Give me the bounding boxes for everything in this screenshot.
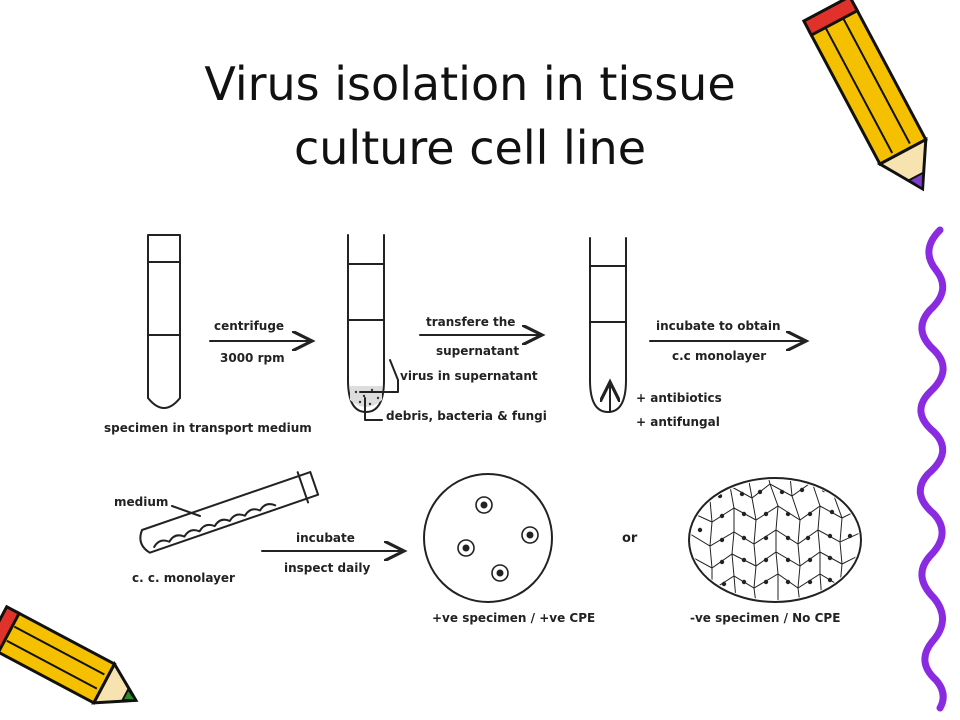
cpe-plaque (475, 496, 493, 514)
cpe-plaque (521, 526, 539, 544)
title-line-2: culture cell line (293, 121, 647, 175)
cell-nuclei (697, 487, 853, 587)
arrow-centrifuge-label: centrifuge (214, 319, 284, 333)
tube-culture (589, 237, 627, 413)
tube-centrifuged (347, 234, 399, 421)
negative-caption: -ve specimen / No CPE (690, 611, 840, 625)
supernatant-label: virus in supernatant (400, 369, 538, 383)
dish-positive-cpe (423, 473, 553, 603)
arrow-incubate-label: incubate (296, 531, 355, 545)
antifungal-label: + antifungal (636, 415, 720, 429)
arrow-monolayer-label: c.c monolayer (672, 349, 766, 363)
antibiotics-label: + antibiotics (636, 391, 722, 405)
positive-caption: +ve specimen / +ve CPE (432, 611, 595, 625)
or-text: or (622, 531, 638, 546)
pencil-decoration-top (801, 0, 928, 192)
arrow-inspect-label: inspect daily (284, 561, 370, 575)
debris-label: debris, bacteria & fungi (386, 409, 547, 423)
arrow-supernatant-label: supernatant (436, 344, 519, 358)
cpe-plaque (457, 539, 475, 557)
medium-label: medium (114, 495, 168, 509)
title-line-1: Virus isolation in tissue (204, 57, 736, 111)
tube-specimen (147, 234, 181, 409)
squiggle-decoration (916, 226, 947, 712)
dish-negative-monolayer (688, 477, 862, 603)
slide-title: Virus isolation in tissue culture cell l… (60, 52, 880, 180)
cpe-plaque (491, 564, 509, 582)
monolayer-label: c. c. monolayer (132, 571, 235, 585)
specimen-caption: specimen in transport medium (104, 421, 312, 435)
arrow-transfer-label: transfere the (426, 315, 515, 329)
arrow-incubate-obtain-label: incubate to obtain (656, 319, 781, 333)
arrow-rpm-label: 3000 rpm (220, 351, 285, 365)
pencil-decoration-bottom (0, 604, 139, 705)
tube-tilted-monolayer (139, 471, 320, 554)
